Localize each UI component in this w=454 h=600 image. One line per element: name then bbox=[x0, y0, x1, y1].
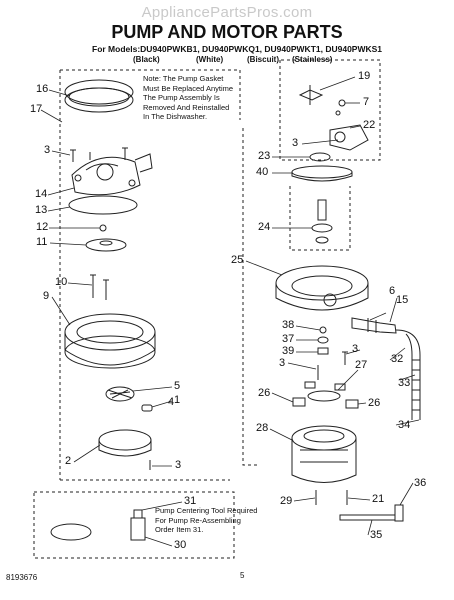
mounting-rod bbox=[339, 514, 396, 521]
left-assembly-boundary bbox=[59, 69, 241, 481]
callout-3-mid-left: 3 bbox=[279, 357, 286, 369]
motor-disk bbox=[307, 390, 341, 402]
callout-38: 38 bbox=[282, 319, 295, 331]
callout-27: 27 bbox=[355, 359, 368, 371]
callout-13: 13 bbox=[35, 204, 48, 216]
watermark: AppliancePartsPros.com bbox=[141, 4, 313, 21]
centering-tool-note: Pump Centering Tool Required For Pump Re… bbox=[155, 506, 258, 534]
housing-seal bbox=[68, 195, 138, 215]
impeller-box bbox=[289, 186, 351, 251]
callout-3-upper-right: 3 bbox=[292, 137, 299, 149]
callout-24: 24 bbox=[258, 221, 271, 233]
impeller bbox=[85, 238, 127, 252]
washer bbox=[335, 110, 341, 116]
callout-36: 36 bbox=[414, 477, 427, 489]
motor bbox=[291, 425, 357, 483]
diverter-disk bbox=[291, 165, 353, 182]
callout-22: 22 bbox=[363, 119, 376, 131]
callout-4: 4 bbox=[168, 396, 175, 408]
pump-centering-tool bbox=[130, 509, 146, 541]
model-prefix: For Models: bbox=[92, 44, 141, 54]
check-valve-housing bbox=[329, 124, 369, 151]
callout-3-lower: 3 bbox=[175, 459, 182, 471]
seal-ring bbox=[50, 523, 92, 541]
callout-26-left: 26 bbox=[258, 387, 271, 399]
page-title: PUMP AND MOTOR PARTS bbox=[111, 22, 343, 42]
callout-40: 40 bbox=[256, 166, 269, 178]
model-list: For Models:DU940PWKB1, DU940PWKQ1, DU940… bbox=[92, 44, 382, 54]
document-number: 8193676 bbox=[6, 573, 38, 582]
model-numbers: DU940PWKB1, DU940PWKQ1, DU940PWKT1, DU94… bbox=[140, 44, 383, 54]
callout-14: 14 bbox=[35, 188, 48, 200]
callout-34: 34 bbox=[398, 419, 411, 431]
callout-29: 29 bbox=[280, 495, 293, 507]
housing-screws bbox=[70, 147, 128, 162]
callout-12: 12 bbox=[36, 221, 49, 233]
right-assembly-boundary bbox=[242, 128, 260, 466]
callout-23: 23 bbox=[258, 150, 271, 162]
motor-bracket bbox=[98, 429, 152, 457]
callout-16: 16 bbox=[36, 83, 49, 95]
finish-biscuit: (Biscuit) bbox=[247, 55, 279, 64]
pump-gasket-ring bbox=[64, 79, 134, 113]
spacer bbox=[338, 99, 346, 107]
hose-connector bbox=[351, 317, 397, 334]
retaining-clip bbox=[141, 404, 153, 412]
callout-37: 37 bbox=[282, 333, 295, 345]
callout-28: 28 bbox=[256, 422, 269, 434]
callout-5: 5 bbox=[174, 380, 181, 392]
part-37 bbox=[317, 336, 329, 344]
callout-10: 10 bbox=[55, 276, 68, 288]
part-36 bbox=[394, 504, 404, 522]
callout-25: 25 bbox=[231, 254, 244, 266]
pump-gasket-note: Note: The Pump Gasket Must Be Replaced A… bbox=[143, 74, 234, 121]
chopper-blade bbox=[298, 85, 324, 105]
callout-21: 21 bbox=[372, 493, 385, 505]
impeller-nut bbox=[99, 224, 107, 232]
callout-32: 32 bbox=[391, 353, 404, 365]
callout-2: 2 bbox=[65, 455, 72, 467]
callout-19: 19 bbox=[358, 70, 371, 82]
callout-11: 11 bbox=[36, 236, 48, 248]
callout-33: 33 bbox=[398, 377, 411, 389]
callout-3: 3 bbox=[44, 144, 51, 156]
pump-base bbox=[64, 313, 156, 369]
callout-39: 39 bbox=[282, 345, 295, 357]
callout-35: 35 bbox=[370, 529, 383, 541]
part-38 bbox=[319, 326, 327, 334]
callout-30: 30 bbox=[174, 539, 187, 551]
drain-hose bbox=[395, 329, 421, 420]
screw-3-right bbox=[342, 351, 348, 365]
pump-housing bbox=[71, 153, 153, 196]
base-screws bbox=[90, 274, 109, 300]
callout-31: 31 bbox=[184, 495, 197, 507]
finish-black: (Black) bbox=[133, 55, 160, 64]
callout-9: 9 bbox=[43, 290, 50, 302]
centering-tool-box bbox=[33, 491, 235, 559]
callout-15: 15 bbox=[396, 294, 409, 306]
wash-impeller-stack bbox=[311, 199, 333, 244]
filter-screen bbox=[105, 386, 135, 402]
callout-7: 7 bbox=[363, 96, 370, 108]
upper-right-box bbox=[279, 59, 381, 161]
callout-26-right: 26 bbox=[368, 397, 381, 409]
motor-mount-clips bbox=[292, 381, 359, 409]
callout-3-mid-right: 3 bbox=[352, 343, 359, 355]
part-39 bbox=[317, 347, 329, 355]
callout-1: 1 bbox=[174, 394, 181, 406]
lower-pump-housing bbox=[275, 265, 369, 311]
callout-17: 17 bbox=[30, 103, 43, 115]
finish-white: (White) bbox=[196, 55, 224, 64]
callout-6: 6 bbox=[389, 285, 396, 297]
page-number: 5 bbox=[240, 571, 245, 580]
